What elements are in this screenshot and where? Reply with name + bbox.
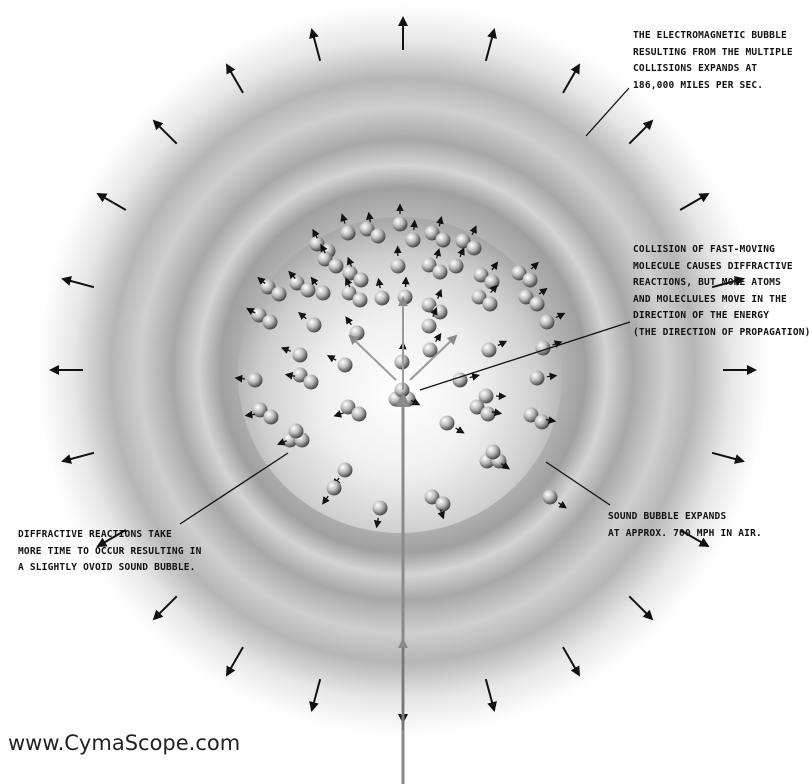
collision-annotation: COLLISION OF FAST-MOVING MOLECULE CAUSES… — [633, 242, 812, 341]
sound-bubble-annotation: SOUND BUBBLE EXPANDS AT APPROX. 700 MPH … — [608, 509, 762, 542]
em-bubble-annotation: THE ELECTROMAGNETIC BUBBLE RESULTING FRO… — [633, 28, 793, 94]
diffractive-annotation: DIFFRACTIVE REACTIONS TAKE MORE TIME TO … — [18, 527, 202, 577]
website-url: www.CymaScope.com — [8, 731, 240, 755]
